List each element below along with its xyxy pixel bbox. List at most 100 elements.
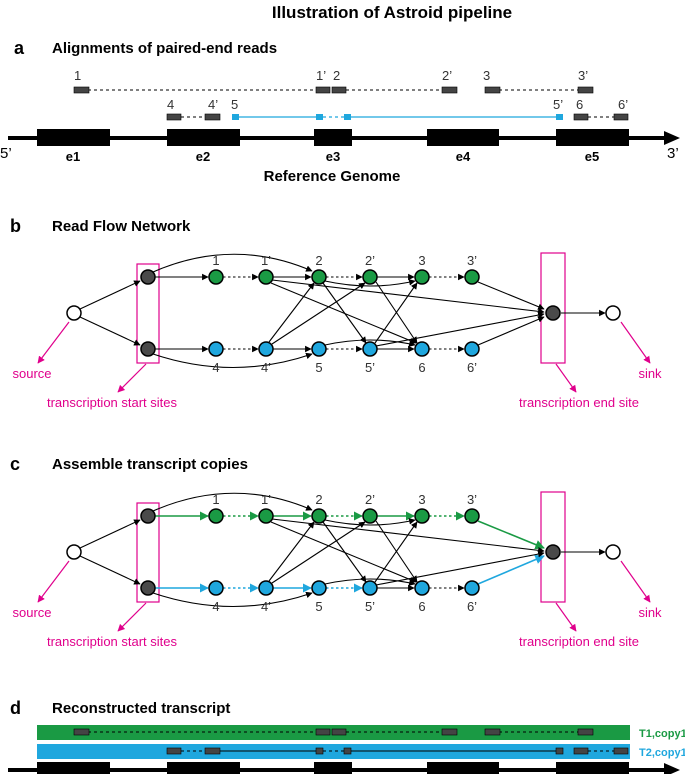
edge-2p-6 <box>375 281 418 344</box>
read-1p <box>315 86 331 94</box>
tes-node <box>545 544 561 560</box>
read-label-6p: 6’ <box>618 97 628 112</box>
transcript-t1-bar <box>37 725 630 740</box>
node-label-top-5: 3’ <box>467 253 477 268</box>
arc-5-6 <box>324 339 416 347</box>
node-label-bottom-5: 6’ <box>467 360 477 375</box>
edge-3p-tes <box>477 520 545 550</box>
reference-genome-track <box>8 129 680 146</box>
green-node-4 <box>414 508 430 524</box>
green-node-4 <box>414 269 430 285</box>
panel-b-heading: Read Flow Network <box>52 218 191 235</box>
exon-label-e1: e1 <box>66 149 80 164</box>
edge-4p-2 <box>268 521 315 582</box>
panel-c-letter: c <box>10 454 20 474</box>
tes-node <box>545 305 561 321</box>
green-node-0 <box>208 269 224 285</box>
read-6 <box>573 113 589 121</box>
sink-pointer <box>620 560 651 603</box>
node-label-bottom-3: 5’ <box>365 599 375 614</box>
arc-2-3 <box>324 518 416 526</box>
sink-pointer <box>620 321 651 364</box>
green-node-1 <box>258 269 274 285</box>
arc-5-6 <box>324 578 416 586</box>
reference-genome-track-d <box>8 762 680 774</box>
blue-node-1 <box>258 580 274 596</box>
node-label-bottom-4: 6 <box>418 599 425 614</box>
figure-title: Illustration of Astroid pipeline <box>272 3 512 22</box>
source-pointer <box>37 321 70 364</box>
edge-2-5p <box>322 521 367 583</box>
blue-node-2 <box>311 341 327 357</box>
arc-tss-2 <box>152 492 313 512</box>
read-label-3p: 3’ <box>578 68 588 83</box>
transcript-t1-label: T1,copy1 <box>639 728 685 740</box>
tss-node-bottom <box>140 580 156 596</box>
exon-label-e5: e5 <box>585 149 599 164</box>
blue-node-0 <box>208 341 224 357</box>
read-label-2p: 2’ <box>442 68 452 83</box>
tss-node-top <box>140 269 156 285</box>
read-pairs-second-row <box>166 113 629 121</box>
exon-e4 <box>427 129 499 146</box>
node-label-bottom-0: 4 <box>212 599 219 614</box>
sink-label: sink <box>638 605 662 620</box>
blue-node-4 <box>414 341 430 357</box>
green-node-3 <box>362 269 378 285</box>
green-node-5 <box>464 508 480 524</box>
edge-source-tss-top <box>79 519 141 549</box>
panel-d-letter: d <box>10 698 21 718</box>
node-label-top-2: 2 <box>315 253 322 268</box>
panel-a-heading: Alignments of paired-end reads <box>52 40 277 57</box>
source-pointer <box>37 560 70 603</box>
read-pairs-top-row <box>73 86 594 94</box>
node-label-bottom-4: 6 <box>418 360 425 375</box>
source-node <box>66 544 82 560</box>
tes-pointer <box>555 602 577 632</box>
source-node <box>66 305 82 321</box>
blue-node-4 <box>414 580 430 596</box>
exon-e2 <box>167 129 240 146</box>
edge-6p-tes <box>477 316 545 346</box>
node-label-top-0: 1 <box>212 253 219 268</box>
green-node-0 <box>208 508 224 524</box>
tss-node-bottom <box>140 341 156 357</box>
blue-node-3 <box>362 580 378 596</box>
source-label: source <box>12 605 51 620</box>
node-label-top-1: 1’ <box>261 253 271 268</box>
read-label-5: 5 <box>231 97 238 112</box>
panel-b-letter: b <box>10 216 21 236</box>
panel-c-heading: Assemble transcript copies <box>52 456 248 473</box>
edge-3p-tes <box>477 281 545 310</box>
node-label-top-0: 1 <box>212 492 219 507</box>
blue-node-2 <box>311 580 327 596</box>
tss-pointer <box>117 602 147 632</box>
edge-5p-tes <box>375 311 545 347</box>
read-label-4p: 4’ <box>208 97 218 112</box>
read-1 <box>73 86 90 94</box>
node-label-bottom-1: 4’ <box>261 360 271 375</box>
tss-box <box>136 263 160 364</box>
blue-node-0 <box>208 580 224 596</box>
tes-label: transcription end site <box>519 634 639 649</box>
read-label-2: 2 <box>333 68 340 83</box>
edge-4p-2p <box>271 282 366 345</box>
edge-1p-6 <box>270 521 417 583</box>
node-label-bottom-3: 5’ <box>365 360 375 375</box>
arc-tss-5 <box>152 352 313 368</box>
edge-source-tss-bottom <box>79 555 141 585</box>
green-node-5 <box>464 269 480 285</box>
edge-source-tss-top <box>79 280 141 310</box>
read-5-seg-b <box>316 114 323 120</box>
tss-label: transcription start sites <box>47 395 178 410</box>
read-2 <box>331 86 347 94</box>
blue-node-5 <box>464 580 480 596</box>
edge-1p-6 <box>270 282 417 344</box>
exon-e3 <box>314 129 352 146</box>
sink-node <box>605 305 621 321</box>
node-label-bottom-2: 5 <box>315 360 322 375</box>
read-5p-seg-a <box>344 114 351 120</box>
